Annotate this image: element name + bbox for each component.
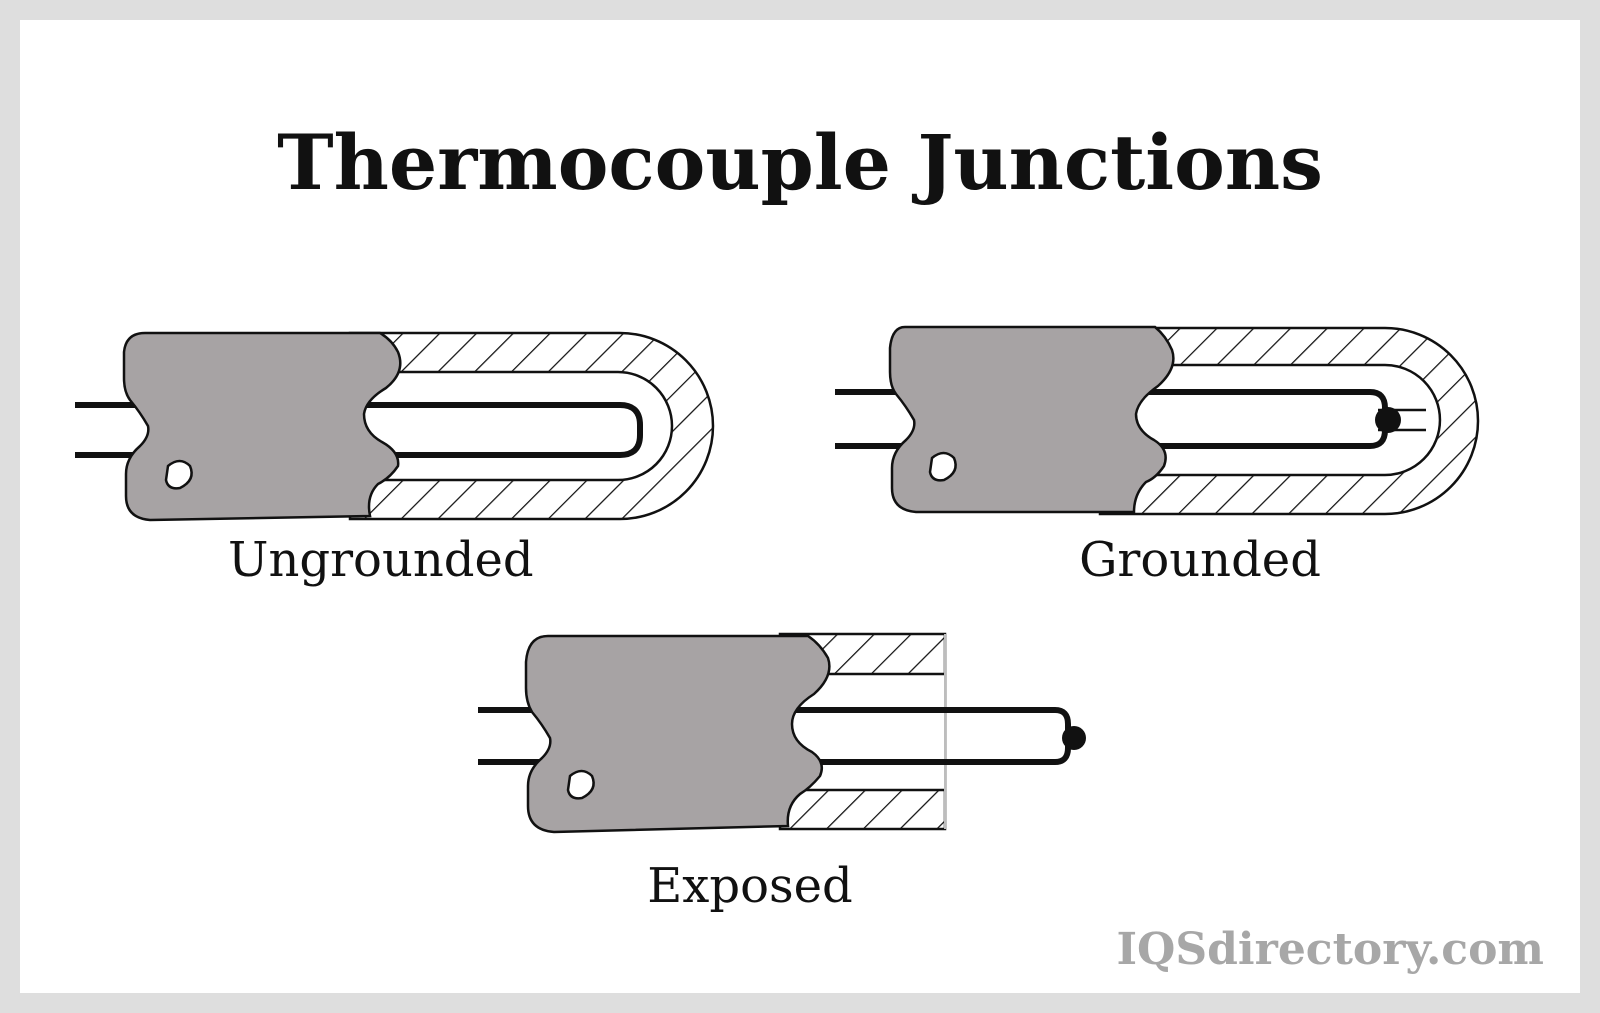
exposed-insulation-hole <box>566 769 595 800</box>
watermark-logo: IQSdirectory.com <box>1116 924 1544 975</box>
ungrounded-probe <box>75 331 715 522</box>
ungrounded-insulation-hole <box>164 459 193 490</box>
grounded-insulation-hole <box>928 451 957 482</box>
page-title: Thermocouple Junctions <box>277 118 1323 207</box>
ungrounded-wire-loop <box>75 402 643 458</box>
ungrounded-insulation <box>122 331 402 522</box>
exposed-probe <box>478 632 1086 834</box>
exposed-junction-bead <box>1062 726 1086 750</box>
grounded-insulation <box>888 325 1175 514</box>
label-grounded: Grounded <box>1079 532 1321 588</box>
grounded-probe <box>835 325 1480 516</box>
ungrounded-sheath-bore <box>358 370 674 482</box>
label-exposed: Exposed <box>647 858 853 914</box>
label-ungrounded: Ungrounded <box>228 532 534 588</box>
grounded-junction-bead <box>1375 407 1401 433</box>
exposed-insulation <box>524 634 831 834</box>
